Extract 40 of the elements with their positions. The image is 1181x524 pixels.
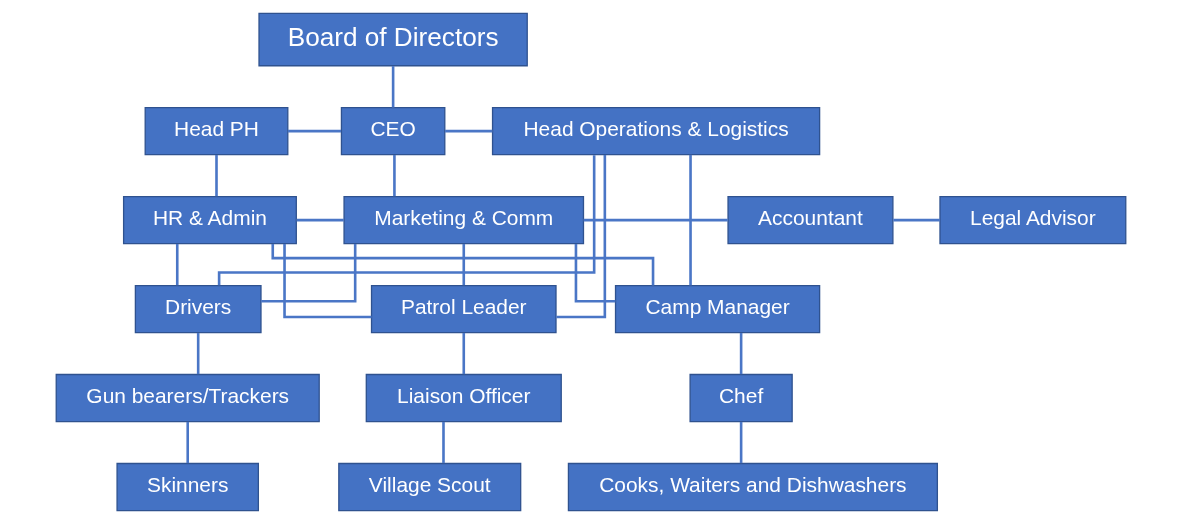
node-box: CEO bbox=[340, 106, 445, 156]
connector bbox=[175, 243, 179, 286]
node-box: HR & Admin bbox=[122, 195, 297, 245]
node-box: Head Operations & Logistics bbox=[491, 106, 820, 156]
node-box: Village Scout bbox=[337, 462, 521, 512]
connector bbox=[391, 66, 394, 108]
node-box: Liaison Officer bbox=[365, 373, 562, 423]
connector bbox=[461, 243, 465, 286]
connector bbox=[444, 129, 492, 133]
node-box: Drivers bbox=[134, 284, 262, 334]
connector bbox=[296, 218, 344, 222]
node-box: Head PH bbox=[144, 106, 288, 156]
connector bbox=[196, 332, 199, 375]
node-box: Camp Manager bbox=[614, 284, 820, 334]
connector bbox=[392, 155, 396, 197]
node-box: Patrol Leader bbox=[370, 284, 557, 334]
connector bbox=[441, 421, 445, 464]
node-box: Marketing & Comm bbox=[342, 195, 584, 245]
node-box: Cooks, Waiters and Dishwashers bbox=[567, 462, 938, 512]
connector bbox=[287, 129, 341, 133]
node-box: Skinners bbox=[115, 462, 259, 512]
connector bbox=[739, 421, 742, 464]
node-box: Legal Advisor bbox=[938, 195, 1126, 245]
connector bbox=[214, 155, 218, 197]
connector bbox=[583, 218, 728, 222]
connector bbox=[185, 421, 189, 464]
connector bbox=[688, 154, 692, 286]
node-box: Chef bbox=[688, 373, 793, 423]
connector bbox=[892, 218, 940, 222]
node-box: Board of Directors bbox=[257, 12, 528, 67]
connector bbox=[260, 244, 356, 303]
node-box: Gun bearers/Trackers bbox=[55, 373, 320, 423]
connector bbox=[574, 244, 615, 303]
connector bbox=[282, 244, 371, 319]
node-box: Accountant bbox=[726, 195, 894, 245]
connector bbox=[555, 155, 606, 319]
connector bbox=[461, 332, 465, 375]
connector bbox=[739, 332, 742, 375]
connector bbox=[217, 155, 595, 286]
connector bbox=[270, 243, 654, 286]
